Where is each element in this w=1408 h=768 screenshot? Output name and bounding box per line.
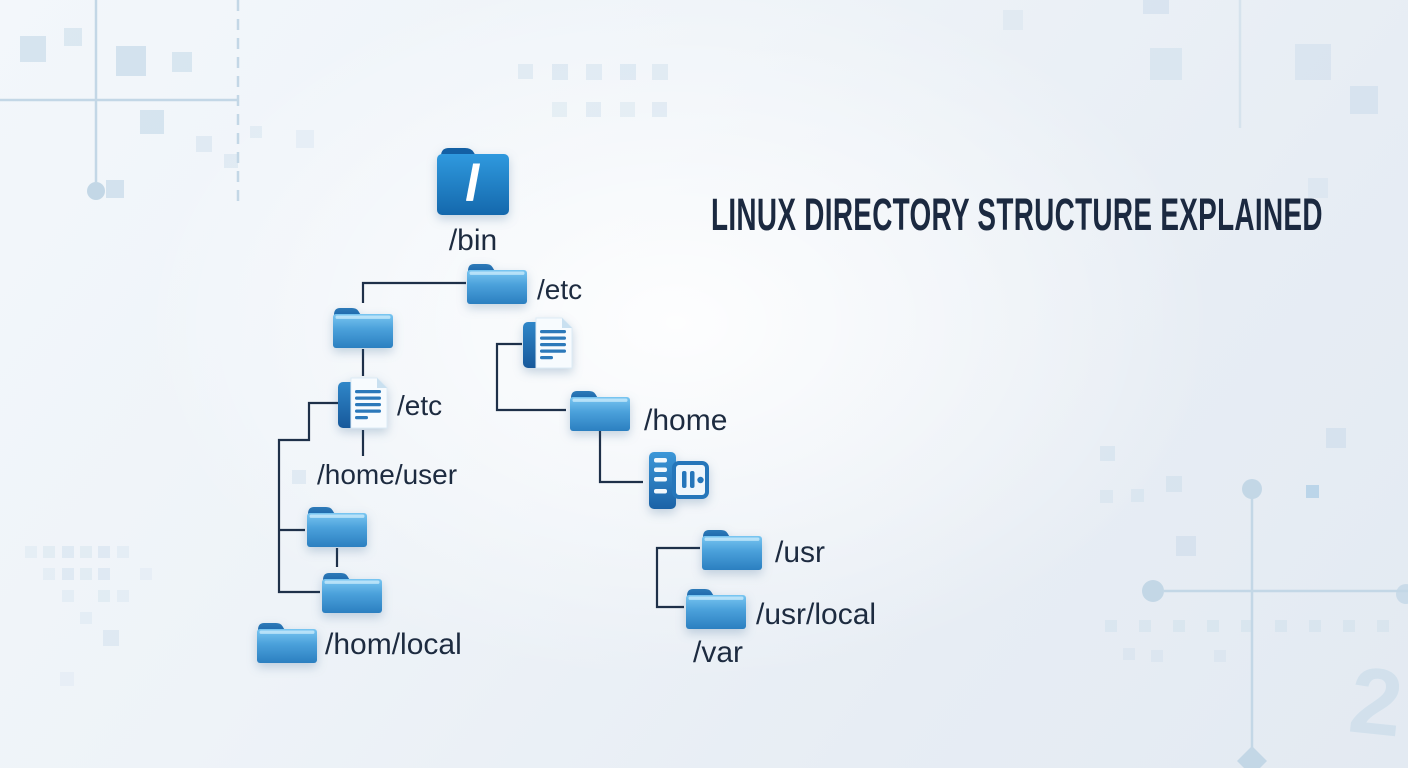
home-folder-icon	[568, 385, 632, 432]
subfolder-icon-left	[332, 302, 394, 349]
usr-folder-icon	[701, 524, 763, 571]
usr-label: /usr	[775, 536, 826, 569]
etc-folder-icon	[466, 258, 528, 305]
root-folder-icon: /	[433, 138, 513, 218]
bin-label: /bin	[448, 224, 498, 257]
home-label: /home	[644, 404, 728, 437]
root-slash-glyph: /	[466, 155, 480, 211]
subfolder-icon-b	[321, 567, 383, 614]
page-title: LINUX DIRECTORY STRUCTURE EXPLAINED	[711, 189, 1323, 240]
usr-local-folder-icon	[685, 583, 747, 630]
var-label: /var	[693, 636, 744, 669]
etc-label: /etc	[537, 274, 583, 305]
etc-doc-label: /etc	[397, 390, 443, 421]
server-icon	[644, 450, 710, 512]
hom-local-folder-icon	[256, 617, 318, 664]
hom-local-label: /hom/local	[325, 628, 462, 661]
config-document-icon	[522, 316, 574, 370]
subfolder-icon-a	[306, 501, 368, 548]
home-user-label: /home/user	[317, 459, 458, 490]
etc-document-icon	[337, 376, 389, 430]
watermark-digit: 2	[1344, 646, 1408, 757]
usr-local-label: /usr/local	[756, 598, 877, 631]
